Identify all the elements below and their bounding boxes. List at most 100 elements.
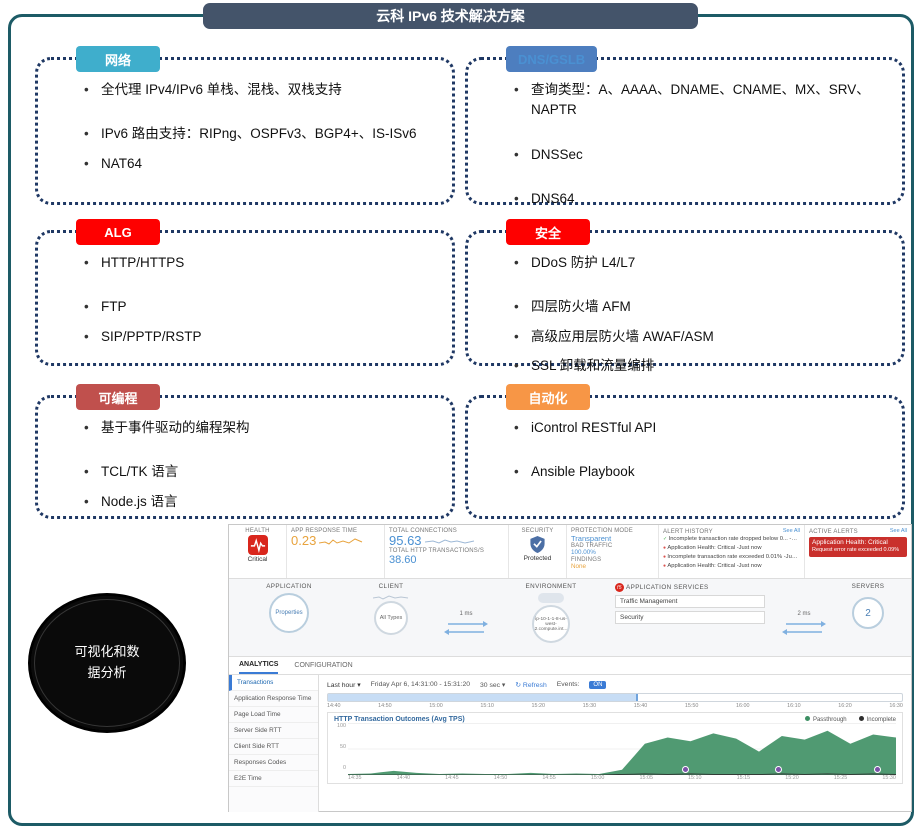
active-alert-line2: Request error rate exceeded 0.09% — [812, 547, 900, 554]
app-response-value: 0.23 — [291, 533, 317, 548]
services-servers-link: 2 ms — [777, 583, 831, 654]
time-range-select[interactable]: Last hour ▾ — [327, 681, 361, 689]
feature-box-automation: 自动化 iControl RESTful API Ansible Playboo… — [465, 384, 905, 519]
feature-box-security: 安全 DDoS 防护 L4/L7 四层防火墙 AFM 高级应用层防火墙 AWAF… — [465, 219, 905, 376]
tab-configuration[interactable]: CONFIGURATION — [294, 662, 353, 669]
feature-item: HTTP/HTTPS — [84, 253, 434, 274]
alert-history-item: Application Health: Critical -Just now — [663, 544, 800, 553]
timeline-scrubber[interactable] — [327, 693, 903, 702]
analytics-toolbar: Last hour ▾ Friday Apr 6, 14:31:00 - 15:… — [327, 677, 903, 692]
x-tick: 15:00 — [590, 775, 605, 781]
legend-incomplete: Incomplete — [858, 716, 896, 723]
feature-tag-security: 安全 — [506, 219, 590, 245]
health-metric: HEALTH Critical — [229, 525, 287, 578]
feature-tag-automation: 自动化 — [506, 384, 590, 410]
feature-item: 全代理 IPv4/IPv6 单栈、混栈、双栈支持 — [84, 80, 434, 101]
active-alerts-panel: ACTIVE ALERTS See All Application Health… — [805, 525, 911, 578]
sidebar-item[interactable]: Transactions — [229, 675, 318, 691]
client-latency: 1 ms — [459, 611, 473, 617]
application-label: APPLICATION — [266, 583, 312, 590]
f5-logo-icon: f5 — [615, 583, 624, 592]
timeline-tick: 15:50 — [684, 703, 699, 709]
topology-services: f5 APPLICATION SERVICES Traffic Manageme… — [609, 583, 777, 654]
feature-tag-dns-gslb: DNS/GSLB — [506, 46, 598, 72]
service-security[interactable]: Security — [615, 611, 765, 624]
bad-traffic-value: 100.00% — [571, 549, 596, 557]
service-traffic-management[interactable]: Traffic Management — [615, 595, 765, 608]
feature-box-network: 网络 全代理 IPv4/IPv6 单栈、混栈、双栈支持 IPv6 路由支持：RI… — [35, 46, 455, 205]
event-marker-icon[interactable] — [682, 766, 690, 773]
feature-list: 全代理 IPv4/IPv6 单栈、混栈、双栈支持 IPv6 路由支持：RIPng… — [84, 80, 452, 174]
x-tick: 14:40 — [396, 775, 411, 781]
callout-label-line2: 据分析 — [87, 665, 127, 680]
timeline-tick: 16:20 — [838, 703, 852, 709]
x-tick: 15:15 — [736, 775, 751, 781]
feature-item: IPv6 路由支持：RIPng、OSPFv3、BGP4+、IS-ISv6 — [84, 124, 434, 145]
feature-tag-alg: ALG — [76, 219, 160, 245]
feature-item: FTP — [84, 297, 434, 318]
page-title: 云科 IPv6 技术解决方案 — [203, 3, 698, 29]
active-alerts-see-all-link[interactable]: See All — [889, 528, 907, 534]
events-toggle[interactable]: ON — [589, 680, 607, 689]
event-marker-icon[interactable] — [775, 766, 783, 773]
topology-environment: ENVIRONMENT ip-10-1-1-8-us-west-2.comput… — [493, 583, 609, 654]
feature-item: DNSSec — [514, 145, 884, 166]
feature-item: 高级应用层防火墙 AWAF/ASM — [514, 327, 884, 348]
feature-item: 四层防火墙 AFM — [514, 297, 884, 318]
sidebar-item[interactable]: Client Side RTT — [229, 739, 318, 755]
sidebar-item[interactable]: Server Side RTT — [229, 723, 318, 739]
active-alert-card: Application Health: Critical Request err… — [809, 537, 907, 557]
active-alerts-label: ACTIVE ALERTS — [809, 529, 858, 535]
alert-history-see-all-link[interactable]: See All — [782, 528, 800, 534]
servers-count-node[interactable]: 2 — [852, 597, 884, 629]
visualization-callout: 可视化和数 据分析 — [28, 593, 186, 733]
topology-servers: SERVERS 2 — [831, 583, 905, 654]
app-response-metric: APP RESPONSE TIME 0.23 — [287, 525, 385, 578]
feature-item: TCL/TK 语言 — [84, 462, 434, 483]
feature-list: 查询类型：A、AAAA、DNAME、CNAME、MX、SRV、NAPTR DNS… — [514, 80, 902, 209]
security-label: SECURITY — [521, 528, 554, 534]
x-tick: 15:30 — [882, 775, 896, 781]
x-tick: 14:50 — [493, 775, 508, 781]
alert-history-label: ALERT HISTORY — [663, 529, 713, 535]
tab-analytics[interactable]: ANALYTICS — [239, 657, 279, 674]
events-label: Events: — [556, 681, 580, 688]
interval-select[interactable]: 30 sec ▾ — [480, 681, 506, 689]
feature-tag-network: 网络 — [76, 46, 160, 72]
servers-label: SERVERS — [851, 583, 885, 590]
active-alert-line1: Application Health: Critical — [812, 539, 888, 546]
alert-history-panel: ALERT HISTORY See All Incomplete transac… — [659, 525, 805, 578]
feature-item: 查询类型：A、AAAA、DNAME、CNAME、MX、SRV、NAPTR — [514, 80, 884, 121]
client-all-types-node[interactable]: All Types — [374, 601, 408, 635]
client-sparkline-icon — [373, 595, 409, 600]
chart-legend: Passthrough Incomplete — [804, 716, 896, 723]
topology-bar: APPLICATION Properties CLIENT All Types … — [229, 579, 911, 657]
y-tick: 50 — [340, 744, 346, 750]
feature-box-programmable: 可编程 基于事件驱动的编程架构 TCL/TK 语言 Node.js 语言 — [35, 384, 455, 519]
timeline-tick: 14:40 — [327, 703, 341, 709]
metrics-bar: HEALTH Critical APP RESPONSE TIME 0.23 T… — [229, 525, 911, 579]
sidebar-item[interactable]: Page Load Time — [229, 707, 318, 723]
sidebar-item[interactable]: E2E Time — [229, 771, 318, 787]
analytics-dashboard: HEALTH Critical APP RESPONSE TIME 0.23 T… — [228, 524, 912, 812]
event-marker-icon[interactable] — [874, 766, 882, 773]
timeline-tick: 15:40 — [633, 703, 648, 709]
health-pulse-icon — [247, 535, 268, 555]
environment-node[interactable]: ip-10-1-1-8-us-west-2.compute.int... — [532, 605, 570, 643]
sidebar-item[interactable]: Responses Codes — [229, 755, 318, 771]
refresh-button[interactable]: ↻ Refresh — [515, 681, 547, 689]
analytics-tabs: ANALYTICS CONFIGURATION — [229, 657, 911, 675]
timeline-selection[interactable] — [328, 694, 638, 701]
tps-chart-panel: HTTP Transaction Outcomes (Avg TPS) Pass… — [327, 712, 903, 784]
topology-client: CLIENT All Types — [343, 583, 439, 654]
feature-list: DDoS 防护 L4/L7 四层防火墙 AFM 高级应用层防火墙 AWAF/AS… — [514, 253, 902, 376]
feature-item: NAT64 — [84, 154, 434, 175]
timeline-tick: 16:10 — [787, 703, 801, 709]
y-tick: 100 — [337, 723, 346, 729]
application-properties-node[interactable]: Properties — [269, 593, 309, 633]
sidebar-item[interactable]: Application Response Time — [229, 691, 318, 707]
app-response-sparkline-icon — [319, 538, 363, 545]
security-status: Protected — [523, 555, 552, 562]
